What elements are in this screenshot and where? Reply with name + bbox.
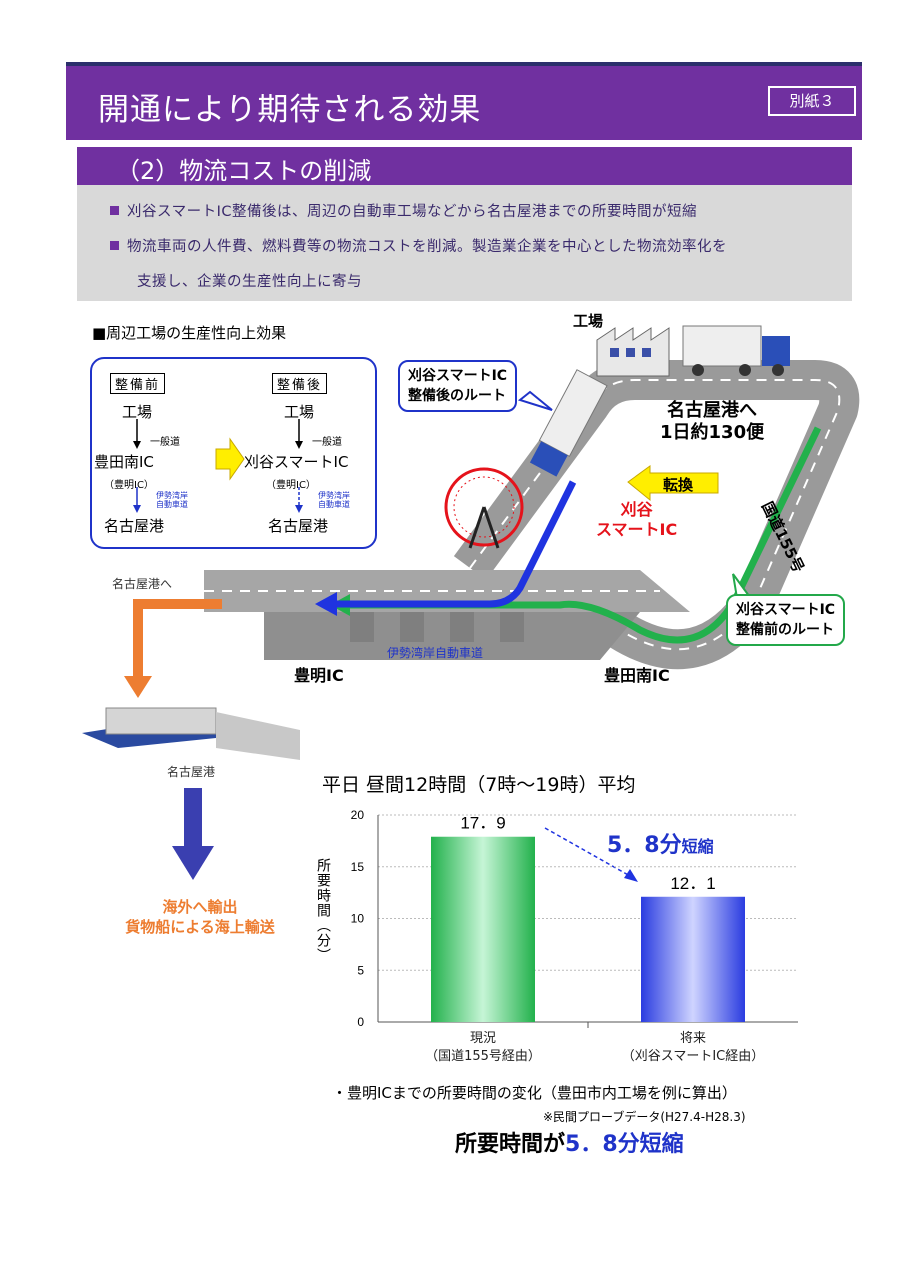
page-title: 開通により期待される効果 — [98, 92, 482, 128]
x-tick-label: 将来 — [680, 1031, 706, 1046]
port-label: 名古屋港 — [167, 765, 216, 779]
flow-arrows — [133, 419, 303, 513]
y-tick-label: 20 — [351, 808, 365, 822]
top-rule — [66, 62, 862, 66]
attachment-tag: 別紙３ — [768, 86, 856, 116]
x-tick-label: （国道155号経由） — [425, 1049, 541, 1064]
bullet-1: 刈谷スマートIC整備後は、周辺の自動車工場などから名古屋港までの所要時間が短縮 — [110, 200, 697, 221]
after-start: 工場 — [284, 403, 315, 421]
bullet-square-icon — [110, 206, 119, 215]
y-tick-label: 15 — [351, 860, 365, 874]
toyota-minami-ic-label: 豊田南IC — [604, 666, 670, 685]
to-port-label: 名古屋港へ — [112, 577, 173, 591]
before-stage-label: 整備前 — [110, 373, 166, 394]
after-end: 名古屋港 — [268, 517, 329, 535]
after-ic: 刈谷スマートIC — [244, 453, 349, 471]
after-road2: 伊勢湾岸自動車道 — [318, 491, 350, 509]
switch-label: 転換 — [663, 476, 694, 494]
isewan-expressway-label: 伊勢湾岸自動車道 — [387, 646, 484, 660]
after-road1: 一般道 — [312, 437, 342, 448]
before-start: 工場 — [122, 403, 153, 421]
productivity-heading: ■周辺工場の生産性向上効果 — [92, 324, 287, 342]
x-tick-label: 現況 — [470, 1031, 496, 1046]
after-stage-label: 整備後 — [272, 373, 328, 394]
toyoake-ic-label: 豊明IC — [294, 666, 344, 685]
before-end: 名古屋港 — [104, 517, 165, 535]
after-ic-sub: （豊明IC） — [266, 480, 316, 491]
before-ic: 豊田南IC — [94, 453, 154, 471]
bar-value-label: 12．1 — [670, 874, 715, 893]
route-comparison-box: 整備前 工場 一般道 豊田南IC （豊明IC） 伊勢湾岸自動車道 名古屋港 整備… — [90, 357, 377, 549]
summary-statement: 所要時間が5．8分短縮 — [455, 1132, 684, 1157]
chart-y-label: 所要時間（分） — [315, 858, 331, 963]
section-bar — [77, 147, 852, 185]
bullet-2-continued: 支援し、企業の生産性向上に寄与 — [137, 274, 362, 290]
header-bar — [66, 66, 862, 140]
before-ic-sub: （豊明IC） — [104, 480, 154, 491]
bar-value-label: 17．9 — [460, 814, 505, 833]
bar — [641, 896, 745, 1022]
smart-ic-label: 刈谷スマートIC — [596, 500, 678, 539]
data-source-note: ※民間プローブデータ(H27.4-H28.3) — [543, 1110, 746, 1124]
x-tick-label: （刈谷スマートIC経由） — [622, 1049, 765, 1064]
y-tick-label: 10 — [351, 912, 365, 926]
export-label: 海外へ輸出貨物船による海上輸送 — [125, 898, 275, 936]
bar-chart: 0 5 10 15 20 17．9 現況 （国道155号経由） 12．1 将来 （刈谷スマートIC経… — [351, 808, 798, 1064]
before-road1: 一般道 — [150, 437, 180, 448]
y-tick-label: 5 — [357, 963, 364, 977]
section-title: （2）物流コストの削減 — [116, 157, 372, 185]
bullet-2: 物流車両の人件費、燃料費等の物流コストを削減。製造業企業を中心とした物流効率化を — [110, 235, 727, 256]
y-tick-label: 0 — [357, 1015, 364, 1029]
bar — [431, 836, 535, 1022]
chart-note: ・豊明ICまでの所要時間の変化（豊田市内工場を例に算出） — [332, 1084, 737, 1102]
factory-label: 工場 — [573, 312, 604, 330]
bullet-square-icon — [110, 241, 119, 250]
summary-box — [77, 185, 852, 301]
chart-shorten-annotation: 5．8分短縮 — [607, 833, 714, 858]
before-road2: 伊勢湾岸自動車道 — [156, 491, 188, 509]
chart-title: 平日 昼間12時間（7時～19時）平均 — [322, 774, 636, 796]
